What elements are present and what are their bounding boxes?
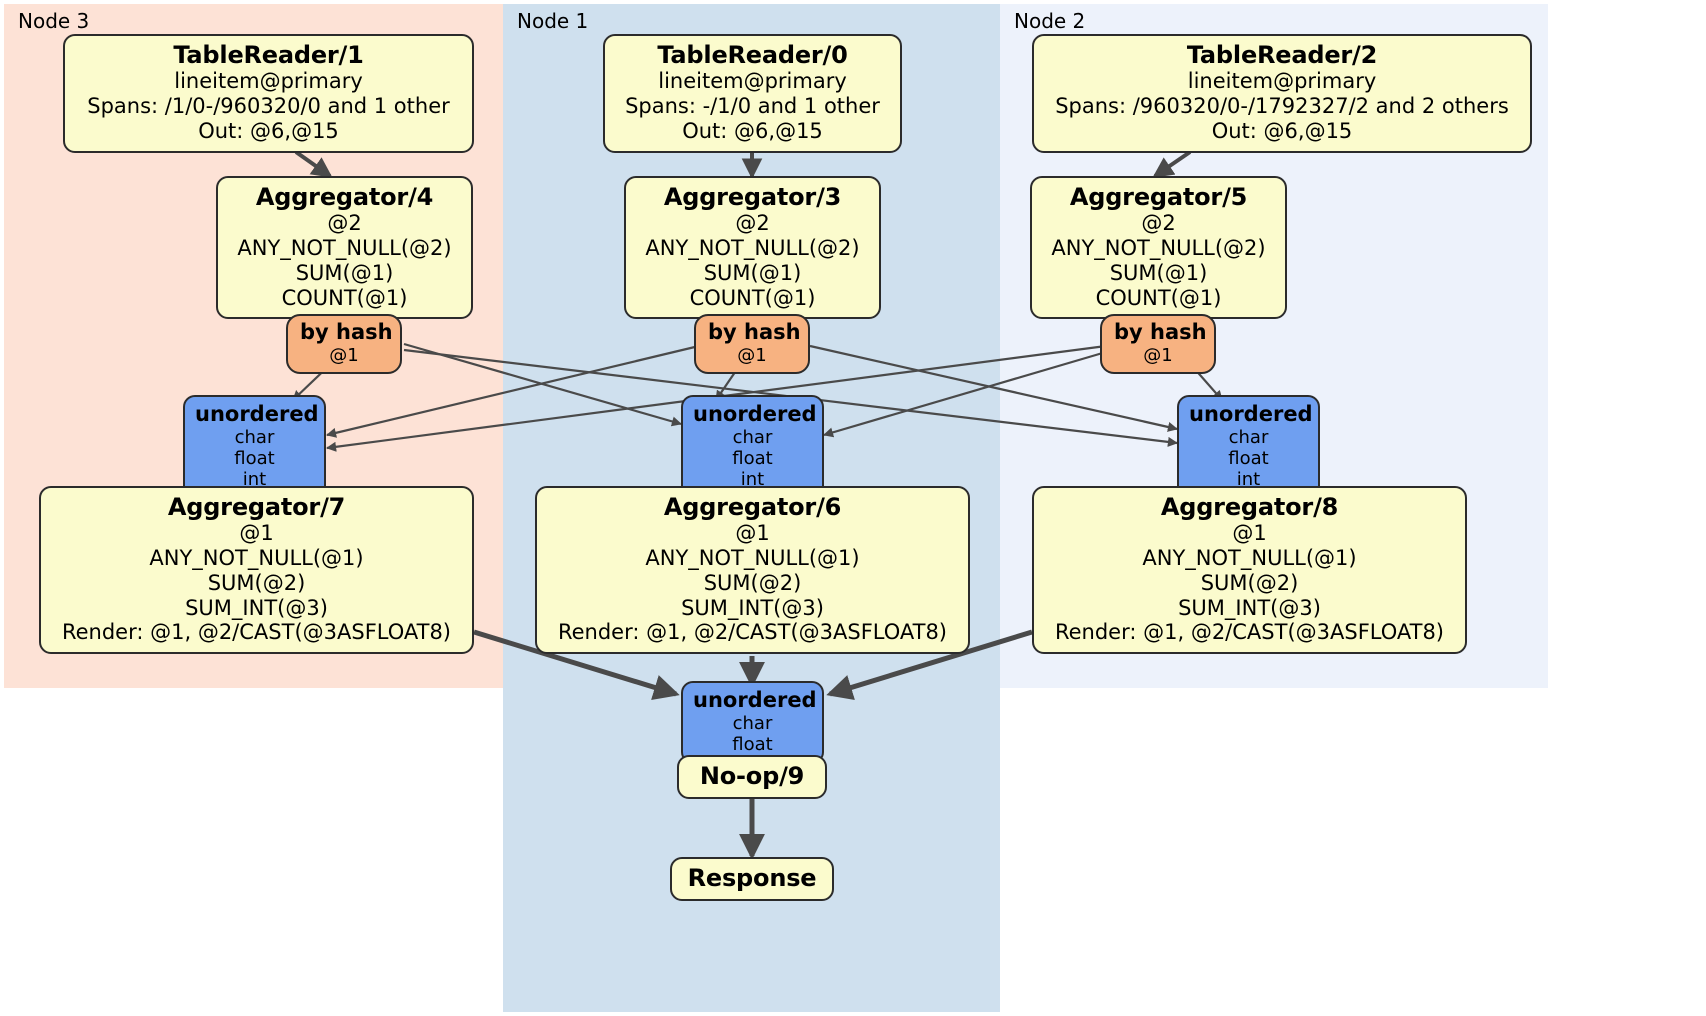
- processor-detail: ANY_NOT_NULL(@2): [1051, 236, 1266, 261]
- synchronizer-title: unordered: [693, 688, 817, 712]
- processor-aggregator-8[interactable]: Aggregator/8 @1 ANY_NOT_NULL(@1) SUM(@2)…: [1032, 486, 1467, 655]
- processor-detail: SUM_INT(@3): [1178, 595, 1321, 620]
- processor-detail: @1: [735, 521, 770, 546]
- processor-title: Aggregator/3: [663, 183, 842, 211]
- processor-detail: ANY_NOT_NULL(@2): [645, 236, 860, 261]
- synchronizer-type: float: [732, 734, 773, 755]
- processor-detail: @2: [735, 211, 770, 236]
- synchronizer-title: unordered: [693, 402, 817, 426]
- node-panel-label-node3: Node 3: [18, 9, 90, 33]
- processor-title: No-op/9: [699, 762, 805, 790]
- processor-detail: SUM(@1): [295, 260, 394, 285]
- synchronizer-type: float: [1228, 448, 1269, 469]
- synchronizer-type: float: [234, 448, 275, 469]
- processor-detail: SUM_INT(@3): [185, 595, 328, 620]
- synchronizer-unordered-right[interactable]: unordered char float int: [1177, 395, 1320, 500]
- synchronizer-type: float: [732, 448, 773, 469]
- processor-detail: Out: @6,@15: [1211, 118, 1353, 143]
- router-by-hash-left[interactable]: by hash @1: [286, 314, 402, 374]
- node-panel-label-node1: Node 1: [517, 9, 589, 33]
- processor-detail: @2: [1141, 211, 1176, 236]
- router-detail: @1: [329, 344, 359, 366]
- router-by-hash-right[interactable]: by hash @1: [1100, 314, 1216, 374]
- processor-detail: SUM(@2): [703, 570, 802, 595]
- processor-title: Aggregator/5: [1069, 183, 1248, 211]
- synchronizer-title: unordered: [1189, 402, 1313, 426]
- router-title: by hash: [1114, 320, 1207, 344]
- processor-title: Aggregator/7: [167, 493, 346, 521]
- synchronizer-type: int: [242, 469, 267, 491]
- processor-detail: COUNT(@1): [281, 285, 408, 310]
- processor-title: TableReader/0: [657, 41, 848, 69]
- processor-title: Aggregator/6: [663, 493, 842, 521]
- processor-detail: Spans: /960320/0-/1792327/2 and 2 others: [1055, 94, 1509, 119]
- processor-detail: Spans: /1/0-/960320/0 and 1 other: [87, 94, 450, 119]
- processor-detail: lineitem@primary: [1187, 69, 1377, 94]
- router-detail: @1: [1143, 344, 1173, 366]
- processor-detail: SUM(@1): [1109, 260, 1208, 285]
- processor-tablereader-0[interactable]: TableReader/0 lineitem@primary Spans: -/…: [603, 34, 902, 153]
- processor-title: Aggregator/8: [1160, 493, 1339, 521]
- synchronizer-type: char: [732, 712, 773, 734]
- synchronizer-type: char: [234, 426, 275, 448]
- synchronizer-unordered-final[interactable]: unordered char float: [681, 681, 824, 765]
- router-title: by hash: [708, 320, 801, 344]
- processor-detail: SUM(@2): [1200, 570, 1299, 595]
- router-detail: @1: [737, 344, 767, 366]
- processor-noop-9[interactable]: No-op/9: [677, 755, 827, 800]
- synchronizer-type: char: [1228, 426, 1269, 448]
- processor-detail: ANY_NOT_NULL(@2): [237, 236, 452, 261]
- processor-render: Render: @1, @2/CAST(@3ASFLOAT8): [1054, 620, 1445, 645]
- processor-aggregator-4[interactable]: Aggregator/4 @2 ANY_NOT_NULL(@2) SUM(@1)…: [216, 176, 473, 320]
- processor-title: TableReader/2: [1186, 41, 1378, 69]
- processor-detail: ANY_NOT_NULL(@1): [149, 546, 364, 571]
- router-title: by hash: [300, 320, 393, 344]
- processor-detail: SUM(@2): [207, 570, 306, 595]
- synchronizer-type: int: [740, 469, 765, 491]
- synchronizer-unordered-center[interactable]: unordered char float int: [681, 395, 824, 500]
- synchronizer-type: int: [1236, 469, 1261, 491]
- node-panel-label-node2: Node 2: [1014, 9, 1086, 33]
- processor-tablereader-2[interactable]: TableReader/2 lineitem@primary Spans: /9…: [1032, 34, 1532, 153]
- processor-detail: COUNT(@1): [689, 285, 816, 310]
- processor-detail: Out: @6,@15: [198, 118, 339, 143]
- processor-detail: @1: [239, 521, 274, 546]
- router-by-hash-center[interactable]: by hash @1: [694, 314, 810, 374]
- processor-detail: lineitem@primary: [174, 69, 363, 94]
- processor-detail: SUM(@1): [703, 260, 802, 285]
- processor-detail: Spans: -/1/0 and 1 other: [625, 94, 880, 119]
- processor-render: Render: @1, @2/CAST(@3ASFLOAT8): [557, 620, 948, 645]
- processor-detail: @1: [1232, 521, 1267, 546]
- processor-detail: SUM_INT(@3): [681, 595, 824, 620]
- processor-title: TableReader/1: [173, 41, 364, 69]
- processor-aggregator-5[interactable]: Aggregator/5 @2 ANY_NOT_NULL(@2) SUM(@1)…: [1030, 176, 1287, 320]
- processor-aggregator-3[interactable]: Aggregator/3 @2 ANY_NOT_NULL(@2) SUM(@1)…: [624, 176, 881, 320]
- processor-detail: @2: [327, 211, 362, 236]
- processor-detail: Out: @6,@15: [682, 118, 823, 143]
- processor-tablereader-1[interactable]: TableReader/1 lineitem@primary Spans: /1…: [63, 34, 474, 153]
- processor-detail: ANY_NOT_NULL(@1): [1142, 546, 1357, 571]
- processor-detail: lineitem@primary: [658, 69, 847, 94]
- processor-response[interactable]: Response: [670, 857, 834, 902]
- processor-detail: COUNT(@1): [1095, 285, 1222, 310]
- processor-title: Response: [687, 864, 817, 892]
- processor-aggregator-7[interactable]: Aggregator/7 @1 ANY_NOT_NULL(@1) SUM(@2)…: [39, 486, 474, 655]
- synchronizer-type: char: [732, 426, 773, 448]
- processor-title: Aggregator/4: [255, 183, 434, 211]
- processor-aggregator-6[interactable]: Aggregator/6 @1 ANY_NOT_NULL(@1) SUM(@2)…: [535, 486, 970, 655]
- synchronizer-title: unordered: [195, 402, 319, 426]
- processor-detail: ANY_NOT_NULL(@1): [645, 546, 860, 571]
- processor-render: Render: @1, @2/CAST(@3ASFLOAT8): [61, 620, 452, 645]
- synchronizer-unordered-left[interactable]: unordered char float int: [183, 395, 326, 500]
